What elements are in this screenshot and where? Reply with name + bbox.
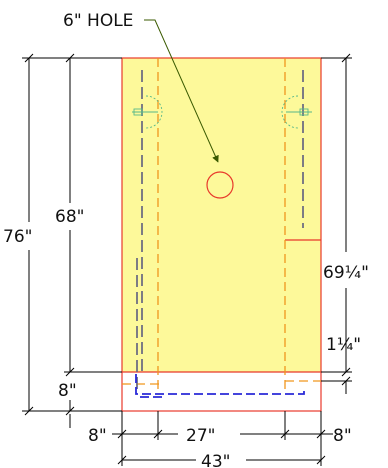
dim-label-8-bottom: 8" <box>58 381 77 401</box>
dim-label-69-quarter: 69¼" <box>323 263 369 283</box>
dim-label-width-middle: 27" <box>186 426 215 446</box>
hole-label: 6" HOLE <box>63 11 133 31</box>
dim-8-bottom <box>65 400 75 428</box>
dim-label-1-quarter: 1¼" <box>326 335 361 355</box>
hidden-line-blue-base <box>135 374 305 395</box>
dim-label-76: 76" <box>3 227 32 247</box>
hinge-right <box>281 95 312 129</box>
dim-label-width-left: 8" <box>88 426 107 446</box>
dim-1-quarter <box>321 356 352 394</box>
dim-69-quarter <box>321 53 352 377</box>
dim-label-68: 68" <box>55 207 84 227</box>
dim-76 <box>22 53 122 416</box>
dim-43 <box>117 455 326 465</box>
dim-68 <box>64 53 122 377</box>
dim-label-43: 43" <box>201 452 230 468</box>
hole-circle <box>206 171 234 199</box>
panel-fill <box>122 58 321 372</box>
hole-leader <box>144 19 219 163</box>
cabinet-outline <box>121 57 322 412</box>
dim-label-width-right: 8" <box>333 426 352 446</box>
dim-widths <box>112 411 333 466</box>
hinge-left <box>132 95 163 129</box>
